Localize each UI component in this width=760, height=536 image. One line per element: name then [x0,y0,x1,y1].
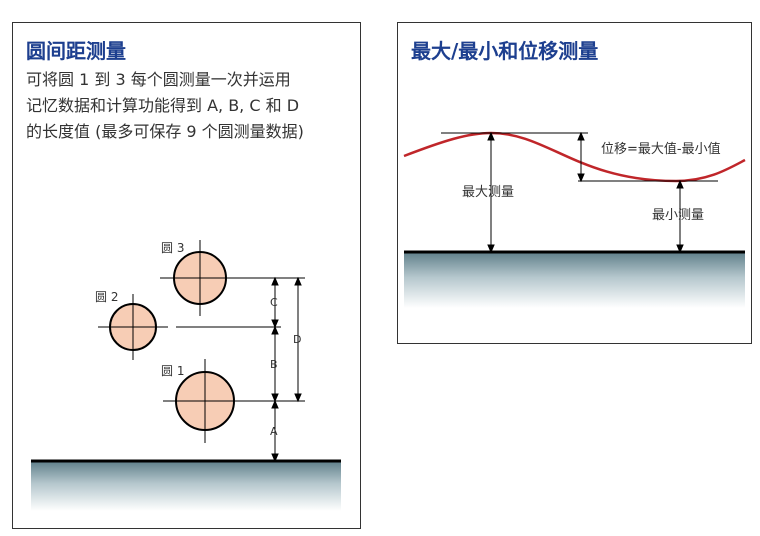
base-surface [404,252,745,308]
dim-label-b: B [270,358,278,371]
max-min-diagram: 位移=最大值-最小值 最大测量 最小测量 [403,131,746,308]
extension-lines [176,277,305,402]
min-arrow [676,179,684,254]
description-line-3: 的长度值 (最多可保存 9 个圆测量数据) [26,122,304,141]
displacement-label: 位移=最大值-最小值 [601,141,721,157]
circle-distance-panel: 圆间距测量 可将圆 1 到 3 每个圆测量一次并运用 记忆数据和计算功能得到 A… [12,22,361,529]
description-line-1: 可将圆 1 到 3 每个圆测量一次并运用 [26,70,291,89]
max-measurement-label: 最大测量 [462,185,514,200]
dim-label-c: C [270,296,278,309]
dim-label-a: A [270,425,278,438]
circle-distance-title: 圆间距测量 [26,39,126,63]
measurement-wave [403,131,746,183]
circle-1-label: 圆 1 [161,364,184,378]
min-measurement-label: 最小测量 [652,208,704,223]
reference-lines [441,132,718,182]
dim-label-d: D [293,333,301,346]
description-line-2: 记忆数据和计算功能得到 A, B, C 和 D [26,96,300,115]
dimension-lines [271,276,302,463]
circle-distance-diagram: 圆 3 圆 2 圆 1 C B A D [31,240,341,511]
circle-distance-description: 可将圆 1 到 3 每个圆测量一次并运用 记忆数据和计算功能得到 A, B, C… [26,67,356,145]
displacement-arrow [577,131,585,183]
max-min-panel: 最大/最小和位移测量 [397,22,752,344]
circle-3-label: 圆 3 [161,241,184,255]
max-arrow [487,131,495,254]
circle-2-label: 圆 2 [95,290,118,304]
max-min-title: 最大/最小和位移测量 [411,39,599,63]
base-surface [31,461,341,511]
